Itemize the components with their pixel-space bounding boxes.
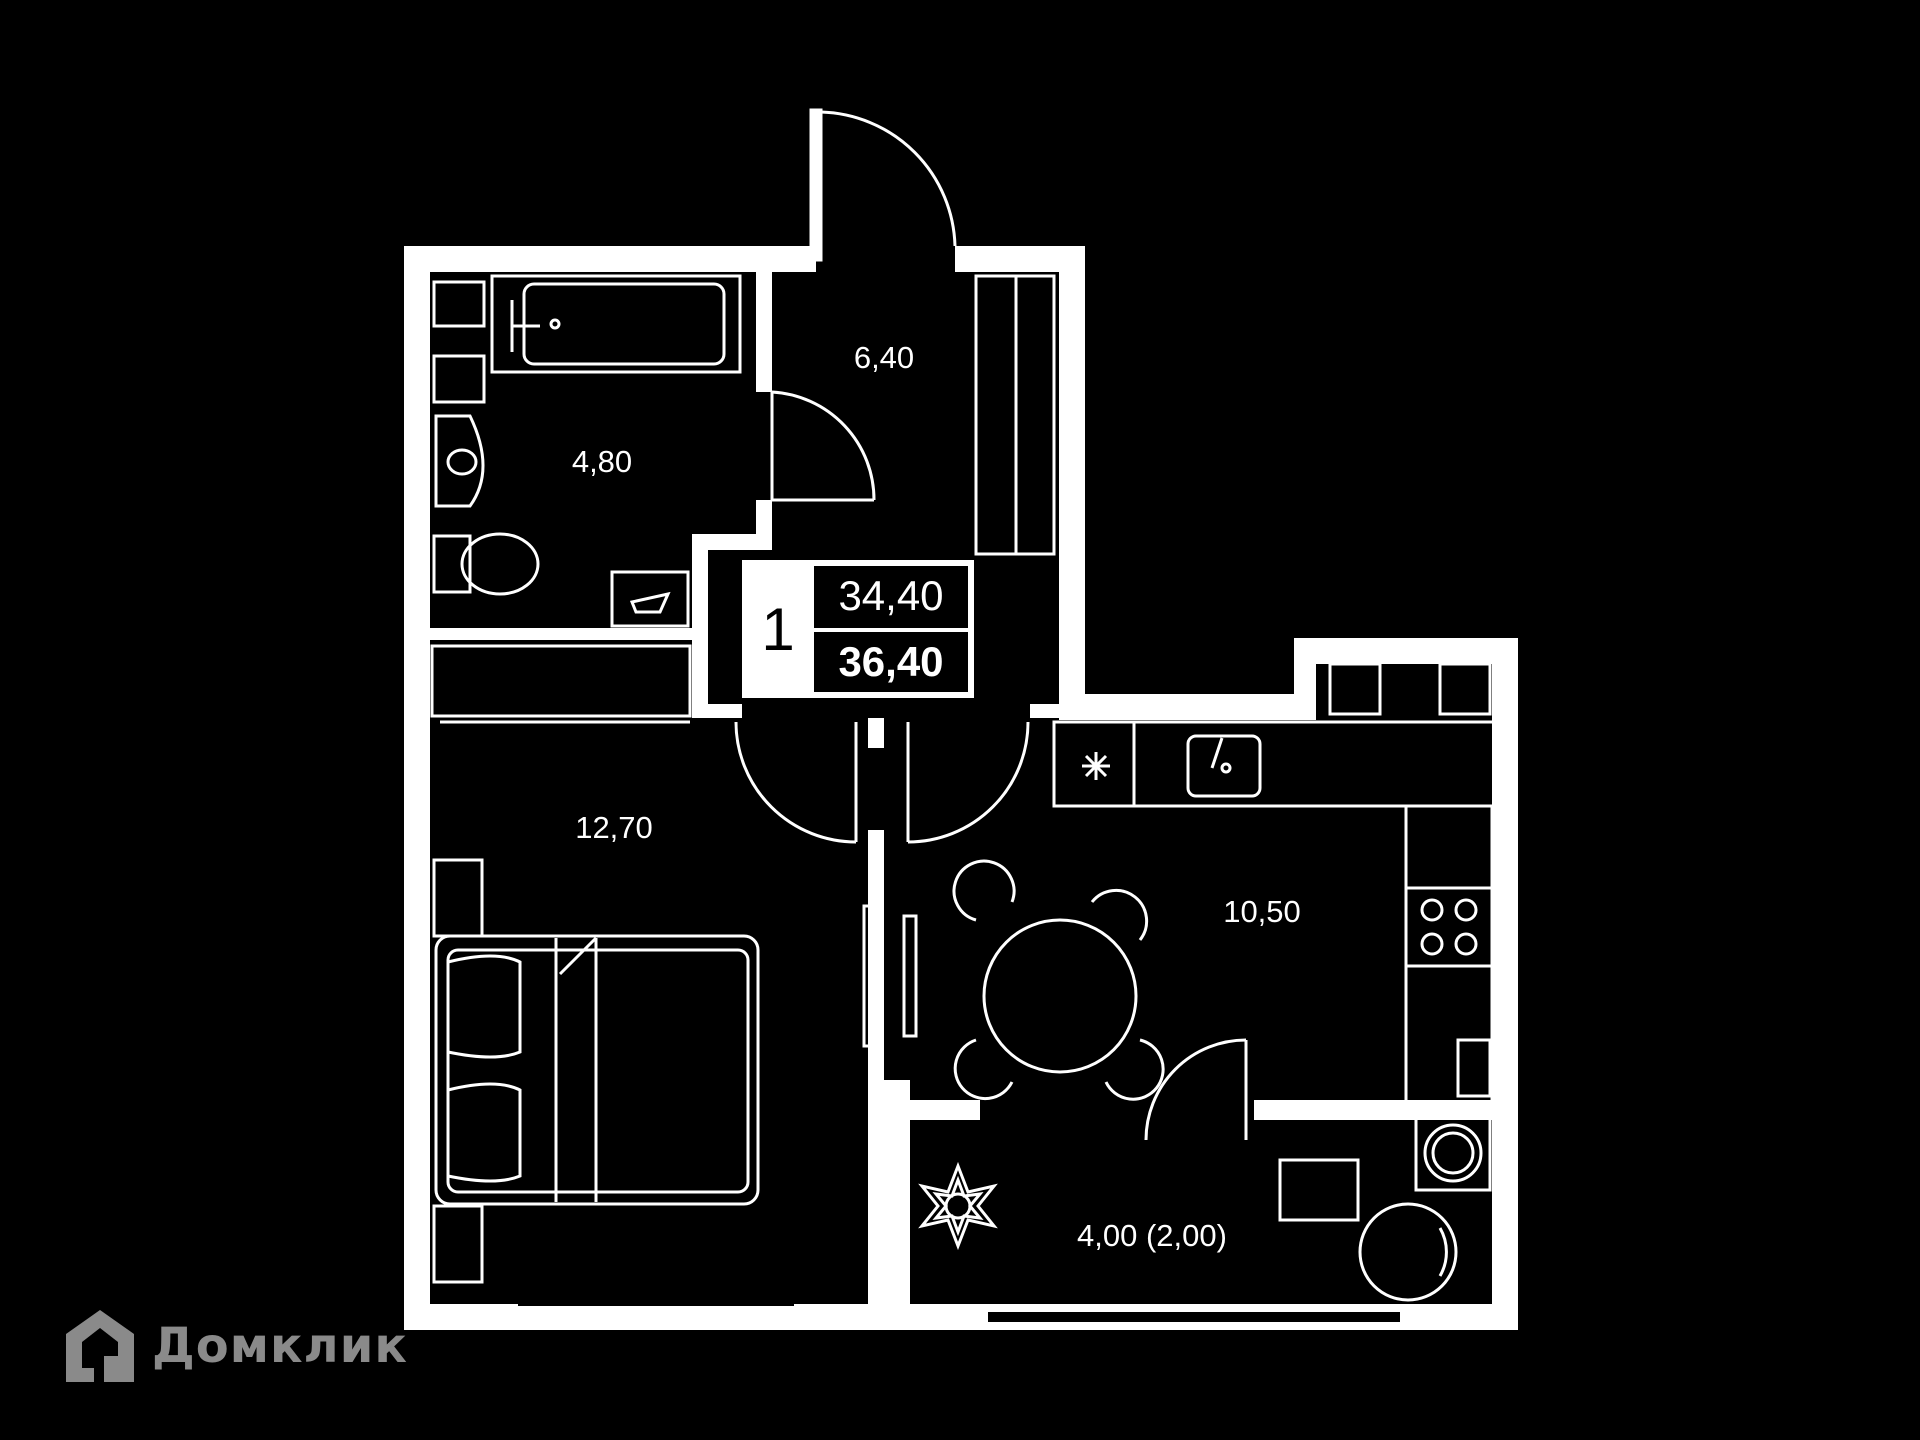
living-area-value: 34,40	[838, 572, 943, 619]
area-summary-box: 1 34,40 36,40	[742, 560, 974, 698]
brand-logo: Домклик	[64, 1306, 408, 1386]
total-area-value: 36,40	[838, 638, 943, 685]
entrance-door	[809, 108, 957, 262]
house-logo-icon	[66, 1310, 134, 1382]
inner-walls	[430, 272, 1492, 1330]
room-area-balcony: 4,00 (2,00)	[1077, 1218, 1227, 1253]
room-area-bathroom: 4,80	[572, 444, 632, 479]
room-area-hall: 6,40	[854, 340, 914, 375]
rooms-count: 1	[761, 596, 794, 663]
balcony-fixtures	[918, 1114, 1492, 1302]
brand-name: Домклик	[152, 1318, 408, 1374]
kitchen-fixtures	[952, 662, 1496, 1141]
room-area-bedroom: 12,70	[575, 810, 653, 845]
room-area-kitchen: 10,50	[1223, 894, 1301, 929]
hall-wardrobe	[974, 274, 1056, 556]
bathroom-fixtures	[432, 274, 876, 628]
bedroom-fixtures	[430, 644, 1030, 1284]
outer-walls	[404, 246, 1518, 1330]
